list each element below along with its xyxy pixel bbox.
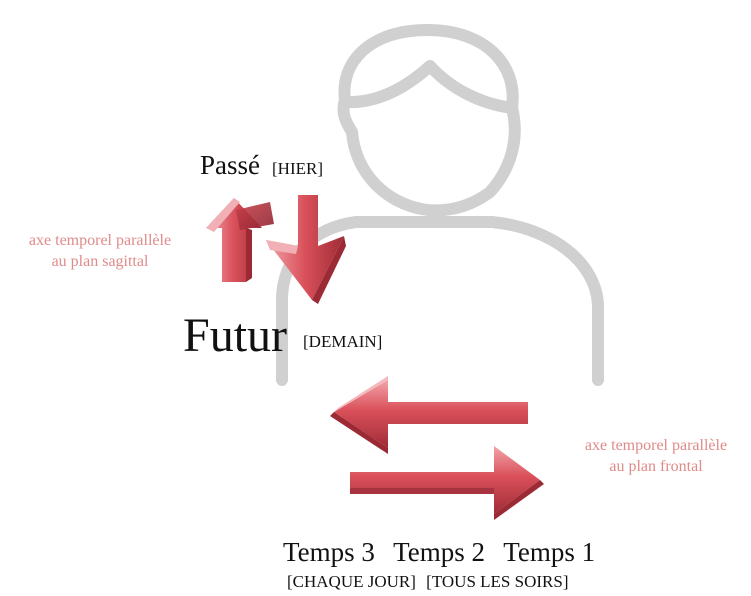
- time-markers-row: [CHAQUE JOUR] [TOUS LES SOIRS]: [287, 572, 575, 592]
- note-sagittal-line2: au plan sagittal: [51, 253, 149, 270]
- person-outline-icon: [276, 24, 604, 386]
- marker-tous-les-soirs: [TOUS LES SOIRS]: [426, 572, 569, 591]
- note-frontal-axis: axe temporel parallèle au plan frontal: [566, 435, 746, 477]
- temps-row: Temps 3 Temps 2 Temps 1: [283, 537, 595, 568]
- futur-sub-label: [DEMAIN]: [303, 332, 383, 351]
- person-head-outline: [337, 24, 521, 217]
- frontal-right-arrow: [350, 446, 544, 520]
- person-hair-line: [339, 60, 518, 114]
- note-frontal-line1: axe temporel parallèle: [584, 437, 728, 454]
- passe-sub-label: [HIER]: [272, 159, 323, 178]
- futur-label: Futur: [183, 309, 288, 362]
- sagittal-up-arrow: [206, 198, 274, 282]
- marker-chaque-jour: [CHAQUE JOUR]: [287, 572, 416, 591]
- temps-1-label: Temps 1: [503, 537, 596, 567]
- sagittal-down-arrow: [266, 195, 346, 304]
- temps-3-label: Temps 3: [283, 537, 375, 567]
- note-sagittal-line1: axe temporel parallèle: [28, 232, 172, 249]
- note-sagittal-axis: axe temporel parallèle au plan sagittal: [10, 230, 190, 272]
- passe-label: Passé: [200, 150, 260, 180]
- temps-2-label: Temps 2: [393, 537, 485, 567]
- frontal-left-arrow: [330, 376, 528, 454]
- note-frontal-line2: au plan frontal: [609, 458, 703, 475]
